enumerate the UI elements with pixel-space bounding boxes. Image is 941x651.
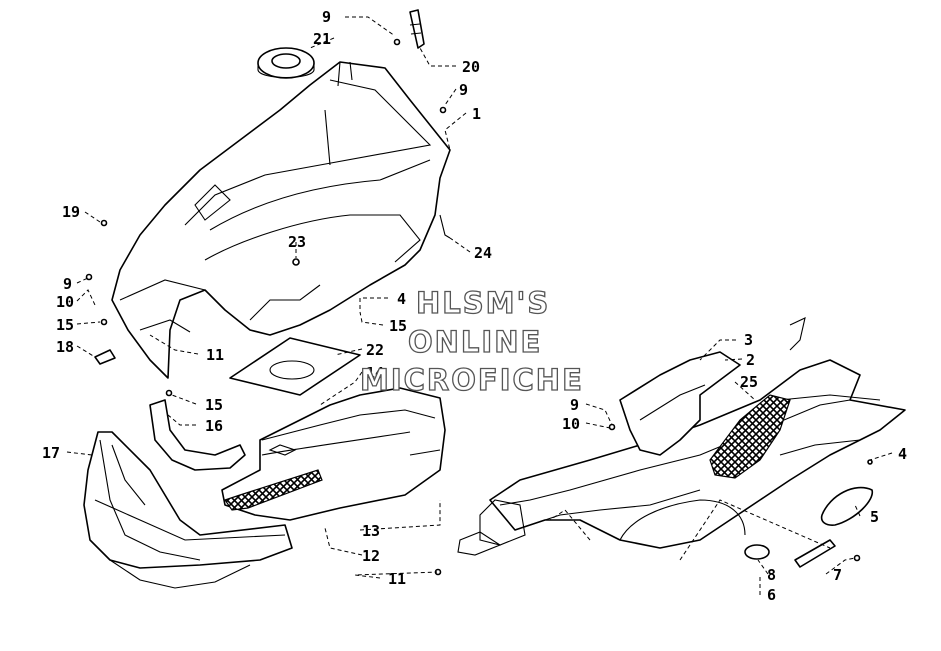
callout-10: 10 <box>562 415 580 433</box>
callout-5: 5 <box>870 508 879 526</box>
callout-labels: 9 21 20 9 1 19 23 24 9 10 4 15 15 18 11 … <box>42 8 907 604</box>
callout-21: 21 <box>313 30 331 48</box>
watermark-line-1: HLSM'S <box>416 286 550 320</box>
bracket-24 <box>439 214 451 239</box>
callout-15: 15 <box>56 316 74 334</box>
callout-9: 9 <box>570 396 579 414</box>
callout-19: 19 <box>62 203 80 221</box>
callout-12: 12 <box>362 547 380 565</box>
watermark-line-3: MICROFICHE <box>360 363 584 397</box>
side-panel-3 <box>619 351 741 456</box>
panel-22 <box>229 337 361 396</box>
callout-9: 9 <box>459 81 468 99</box>
clip-18 <box>94 349 116 365</box>
callout-8: 8 <box>767 566 776 584</box>
emblem-5 <box>820 486 873 526</box>
callout-15: 15 <box>205 396 223 414</box>
callout-20: 20 <box>462 58 480 76</box>
callout-11: 11 <box>388 570 406 588</box>
watermark-line-2: ONLINE <box>408 325 542 359</box>
nose-bumper-17 <box>83 431 293 589</box>
callout-6: 6 <box>767 586 776 604</box>
fasteners <box>85 38 873 576</box>
callout-10: 10 <box>56 293 74 311</box>
callout-17: 17 <box>42 444 60 462</box>
bracket-20 <box>409 9 425 49</box>
leader-lines <box>66 16 893 595</box>
callout-25: 25 <box>740 373 758 391</box>
callout-13: 13 <box>362 522 380 540</box>
callout-1: 1 <box>472 105 481 123</box>
callout-3: 3 <box>744 331 753 349</box>
watermark: HLSM'S ONLINE MICROFICHE <box>359 285 584 397</box>
callout-15: 15 <box>389 317 407 335</box>
callout-2: 2 <box>746 351 755 369</box>
strip-7 <box>794 539 836 568</box>
reflector-8 <box>744 544 770 560</box>
callout-11: 11 <box>206 346 224 364</box>
mesh-grille-25 <box>709 394 791 479</box>
callout-22: 22 <box>366 341 384 359</box>
callout-9: 9 <box>63 275 72 293</box>
callout-7: 7 <box>833 566 842 584</box>
callout-4: 4 <box>397 290 406 308</box>
hood-assembly <box>111 61 451 379</box>
callout-23: 23 <box>288 233 306 251</box>
callout-14: 14 <box>366 364 384 382</box>
callout-4: 4 <box>898 445 907 463</box>
bracket-16 <box>149 399 246 471</box>
gas-cap-ring <box>257 47 315 79</box>
callout-24: 24 <box>474 244 492 262</box>
callout-16: 16 <box>205 417 223 435</box>
floor-pan-assembly <box>221 387 446 521</box>
callout-9: 9 <box>322 8 331 26</box>
callout-18: 18 <box>56 338 74 356</box>
